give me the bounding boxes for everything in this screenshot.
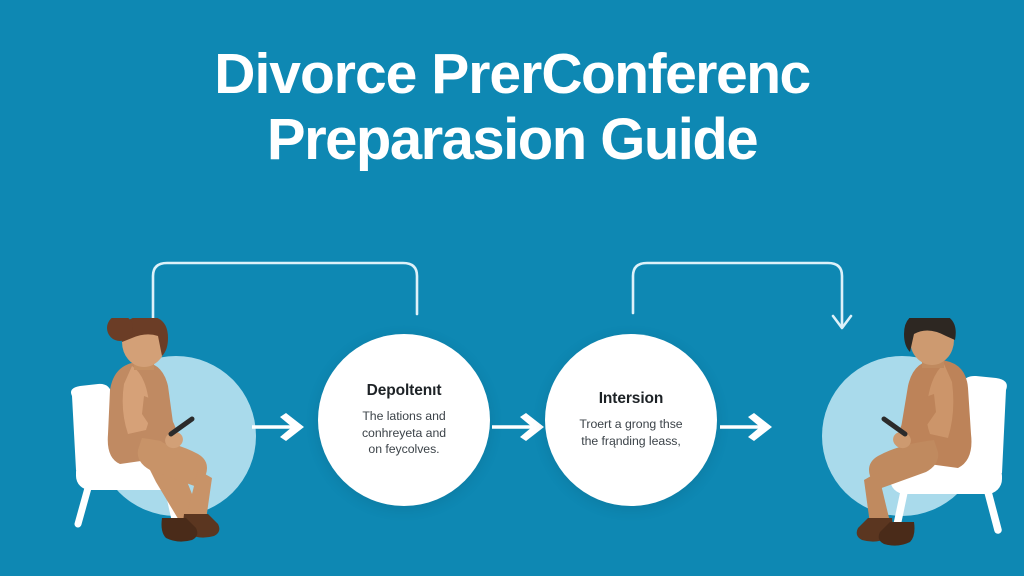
step-circle-deposition[interactable]: Depoltenıt The lations and conhreyeta an…	[318, 334, 490, 506]
step-body: The lations and conhreyeta and on feycol…	[362, 408, 446, 458]
title-word-divorce: Divorce	[214, 42, 432, 106]
step-body-line-2: the frąnding leass,	[581, 434, 681, 449]
left-bracket-path	[151, 261, 419, 320]
step-body-line-1: The lations and	[362, 409, 446, 424]
right-bracket	[630, 258, 860, 338]
bracket-arrowhead-down-icon	[831, 314, 853, 330]
step-body: Troert a grong thse the frąnding leass,	[579, 416, 682, 449]
step-title: Intersion	[598, 390, 664, 408]
title-line-2: Preparasion Guide	[266, 107, 759, 172]
seated-man-illustration	[770, 318, 1020, 563]
right-bracket-path-with-arrow	[631, 261, 853, 330]
title-word-prer: Prer	[431, 42, 542, 106]
seated-woman-illustration	[58, 318, 308, 563]
left-bracket	[150, 258, 420, 320]
title-word-conferenc: Conferenc	[541, 42, 811, 106]
flow-arrow-2	[490, 410, 554, 444]
arrow-right-icon	[492, 413, 544, 441]
step-body-line-3: on feycolves.	[368, 442, 440, 457]
step-title: Depoltenıt	[366, 382, 442, 400]
arrow-right-icon	[252, 413, 304, 441]
arrow-right-icon	[720, 413, 772, 441]
title-line-1: Divorce PrerConferenc	[0, 46, 1024, 103]
step-body-line-2: conhreyeta and	[361, 425, 447, 440]
process-flow-row: Depoltenıt The lations and conhreyeta an…	[0, 318, 1024, 568]
step-body-line-1: Troert a grong thse	[579, 417, 683, 432]
page-title: Divorce PrerConferenc Preparasion Guide	[0, 46, 1024, 169]
flow-arrow-3	[718, 410, 782, 444]
step-circle-intersion[interactable]: Intersion Troert a grong thse the frąndi…	[545, 334, 717, 506]
flow-arrow-1	[250, 410, 314, 444]
